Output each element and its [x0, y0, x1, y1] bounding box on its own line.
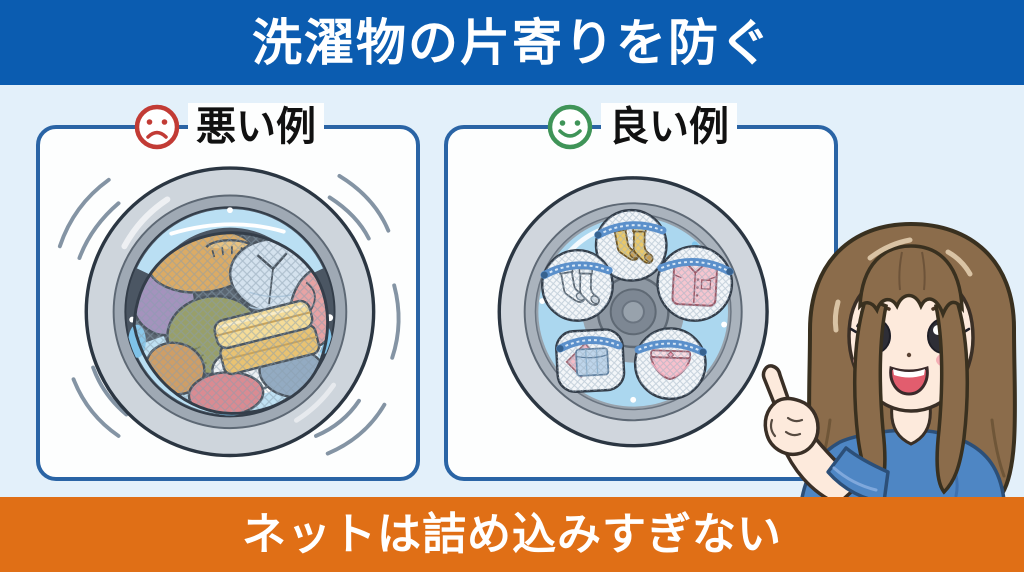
mesh-bag-pink-shirt: [656, 245, 734, 322]
mesh-bag-white-socks: [540, 248, 614, 322]
good-example-panel: [444, 125, 838, 481]
good-example-label: 良い例: [601, 103, 737, 151]
caption-text: ネットは詰め込みすぎない: [242, 509, 782, 559]
nose: [906, 352, 912, 358]
page-title: 洗濯物の片寄りを防ぐ: [252, 14, 772, 71]
mesh-bag-folded-shirt: [555, 328, 626, 394]
mouth: [889, 366, 929, 396]
good-example-illustration: [497, 176, 769, 448]
neckline: [890, 404, 932, 446]
hair-bangs: [858, 244, 965, 319]
bad-example-panel: [36, 125, 420, 481]
smiley-face-icon: [547, 104, 593, 150]
mesh-bag-yellow-socks: [594, 208, 668, 282]
pointing-hand: [761, 364, 890, 506]
bad-example-illustration: [57, 166, 401, 458]
hair-lock-right: [933, 295, 970, 495]
hair-highlights: [832, 237, 973, 333]
presenter-character: [761, 221, 1017, 572]
bad-example-heading: 悪い例: [36, 99, 420, 155]
sad-face-icon: [134, 104, 180, 150]
title-banner: 洗濯物の片寄りを防ぐ: [0, 0, 1024, 85]
caption-banner: ネットは詰め込みすぎない: [0, 497, 1024, 572]
vibration-lines: [57, 173, 401, 456]
mesh-bag-underwear: [633, 327, 707, 401]
bad-example-label: 悪い例: [188, 103, 324, 151]
good-example-heading: 良い例: [444, 99, 838, 155]
